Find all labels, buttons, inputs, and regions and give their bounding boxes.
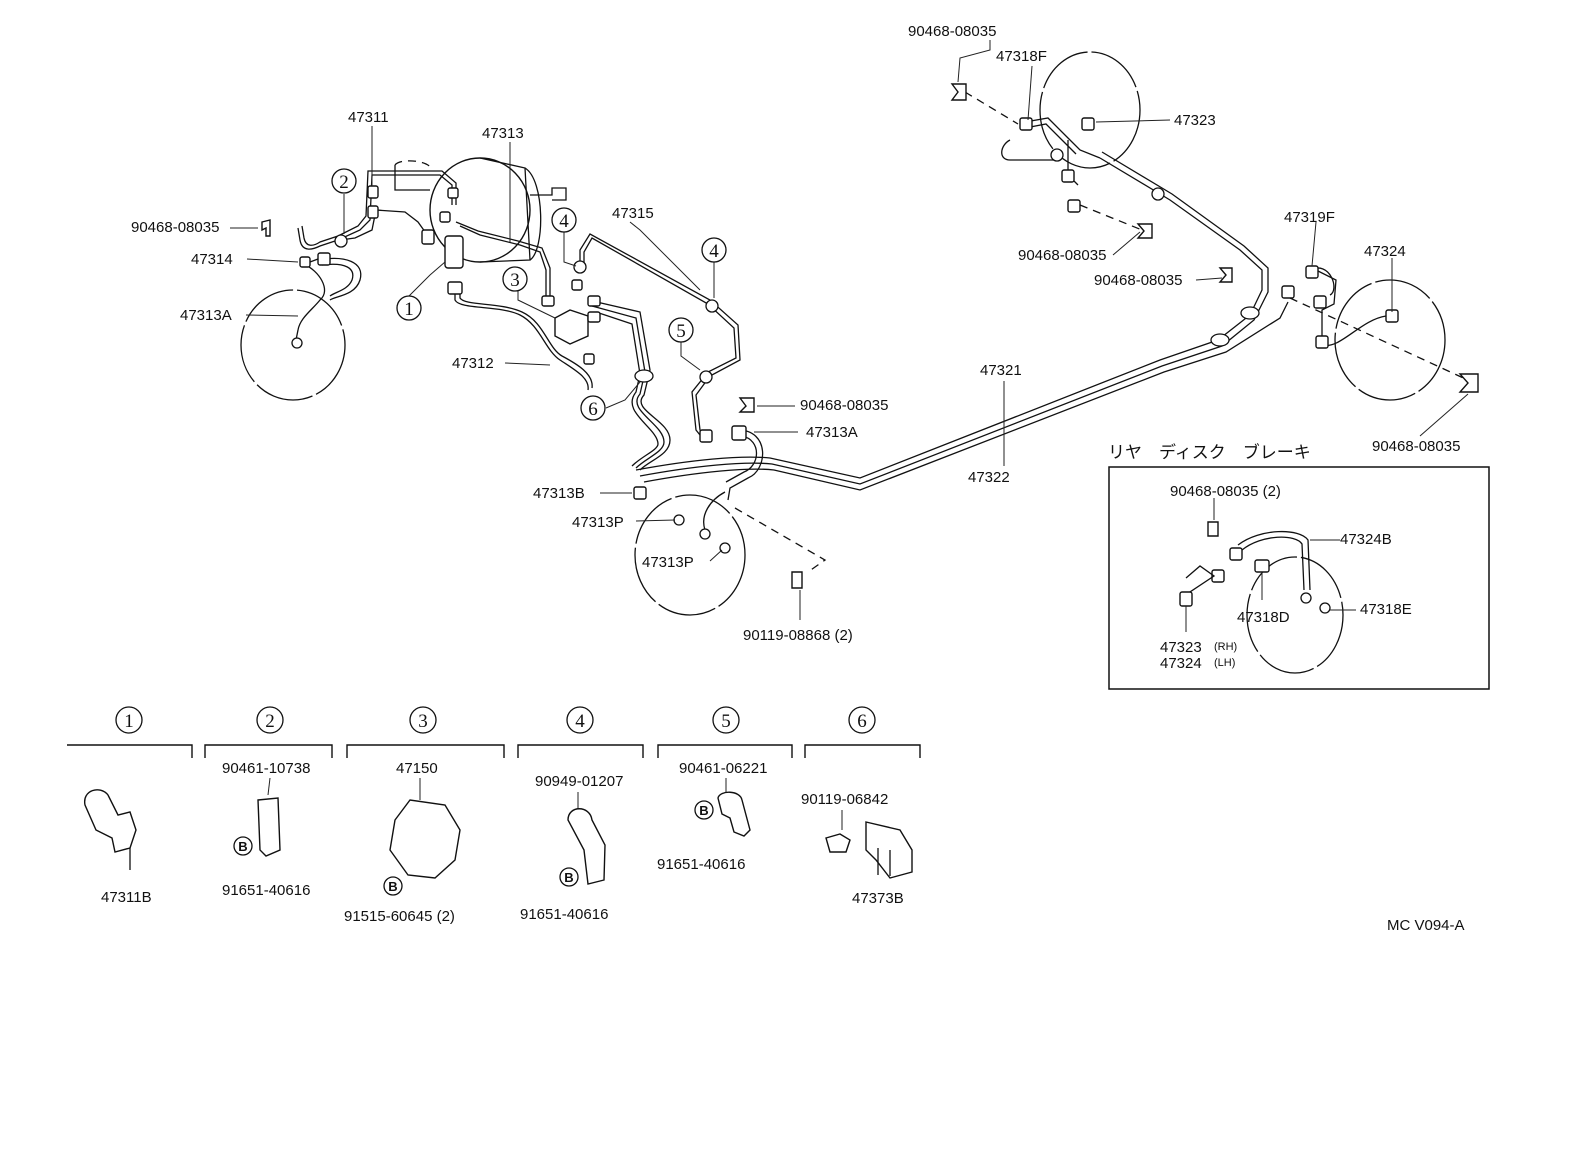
inset-47324: 47324	[1160, 655, 1202, 672]
front-brake-lines	[297, 170, 595, 391]
detail-5-number: 5	[721, 711, 731, 732]
inset-90468: 90468-08035 (2)	[1170, 483, 1281, 500]
callout-2: 2	[339, 172, 349, 193]
label-47313A-left: 47313A	[180, 307, 232, 324]
callout-1: 1	[404, 299, 414, 320]
detail-4-number: 4	[575, 711, 585, 732]
detail-panel-5: 5 90461-06221 B 91651-40616	[657, 706, 793, 873]
inset-47318E: 47318E	[1360, 601, 1412, 618]
detail-4-top: 90949-01207	[535, 773, 623, 790]
label-47322: 47322	[968, 469, 1010, 486]
label-47313P-b: 47313P	[642, 554, 694, 571]
detail-5-top: 90461-06221	[679, 760, 767, 777]
label-90468-b: 90468-08035	[800, 397, 888, 414]
label-47314: 47314	[191, 251, 233, 268]
inset-47318D: 47318D	[1237, 609, 1290, 626]
detail-2-number: 2	[265, 711, 275, 732]
label-90468-mid: 90468-08035	[1018, 247, 1106, 264]
label-47313A-right: 47313A	[806, 424, 858, 441]
callout-5: 5	[676, 321, 686, 342]
callout-3: 3	[510, 270, 520, 291]
detail-1-part: 47311B	[101, 889, 152, 906]
figure-code: MC V094-A	[1387, 917, 1465, 934]
callout-4b: 4	[709, 241, 719, 262]
detail-5-bottom: 91651-40616	[657, 856, 745, 873]
detail-2-bolt-marker: B	[238, 839, 247, 854]
detail-3-bottom: 91515-60645 (2)	[344, 908, 455, 925]
label-47319F: 47319F	[1284, 209, 1335, 226]
label-47323: 47323	[1174, 112, 1216, 129]
detail-1-number: 1	[124, 711, 134, 732]
label-47318F: 47318F	[996, 48, 1047, 65]
label-47321: 47321	[980, 362, 1022, 379]
label-90468-mid2: 90468-08035	[1094, 272, 1182, 289]
detail-panel-6: 6 90119-06842 47373B	[801, 706, 921, 907]
detail-6-bottom: 47373B	[852, 890, 904, 907]
inset-rh: (RH)	[1214, 641, 1237, 653]
rear-right-rotor	[1218, 265, 1479, 401]
detail-5-bolt-marker: B	[699, 803, 708, 818]
callout-4a: 4	[559, 211, 569, 232]
detail-6-top: 90119-06842	[801, 791, 888, 808]
detail-6-number: 6	[857, 711, 867, 732]
callout-circles	[331, 168, 727, 421]
label-47311: 47311	[348, 109, 389, 126]
detail-2-top: 90461-10738	[222, 760, 310, 777]
front-left-hose	[299, 252, 362, 301]
label-47315: 47315	[612, 205, 654, 222]
label-90468-a: 90468-08035	[131, 219, 219, 236]
clip-bracket-left	[261, 219, 271, 237]
detail-panel-3: 3 47150 B 91515-60645 (2)	[344, 706, 505, 925]
inset-47323: 47323	[1160, 639, 1202, 656]
inset-lh: (LH)	[1214, 657, 1235, 669]
part-labels: 47311 47313 90468-08035 47314 47313A 473…	[131, 23, 1460, 644]
label-90468-right: 90468-08035	[1372, 438, 1460, 455]
detail-3-top: 47150	[396, 760, 438, 777]
detail-3-bolt-marker: B	[388, 879, 397, 894]
inset-47324B: 47324B	[1340, 531, 1392, 548]
label-90468-top: 90468-08035	[908, 23, 996, 40]
brake-booster	[394, 157, 567, 263]
inset-title: リヤ ディスク ブレーキ	[1108, 442, 1311, 463]
detail-2-bottom: 91651-40616	[222, 882, 310, 899]
label-90119: 90119-08868 (2)	[743, 627, 853, 644]
detail-4-bolt-marker: B	[564, 870, 573, 885]
label-47312: 47312	[452, 355, 494, 372]
callout-numbers: 2 1 3 4 4 5 6	[339, 172, 719, 420]
front-left-rotor	[240, 264, 346, 401]
line-47315	[571, 233, 741, 443]
rear-upper-rotor	[950, 51, 1153, 239]
clip-bracket-center	[738, 397, 755, 413]
detail-panel-4: 4 90949-01207 B 91651-40616	[517, 706, 644, 923]
detail-panel-1: 1 47311B	[67, 706, 193, 906]
rear-disc-brake-inset: リヤ ディスク ブレーキ 90468-08035 (2) 47324B 4731…	[1108, 442, 1490, 690]
label-47313P-a: 47313P	[572, 514, 624, 531]
detail-4-bottom: 91651-40616	[520, 906, 608, 923]
callout-6: 6	[588, 399, 598, 420]
label-47324: 47324	[1364, 243, 1406, 260]
detail-panel-2: 2 90461-10738 B 91651-40616	[204, 706, 333, 899]
label-47313B: 47313B	[533, 485, 585, 502]
inset-frame	[1108, 466, 1490, 690]
detail-3-number: 3	[418, 711, 428, 732]
label-47313: 47313	[482, 125, 524, 142]
front-right-rotor	[633, 425, 827, 616]
proportioning-valve	[554, 295, 671, 471]
leader-lines	[230, 40, 1469, 620]
